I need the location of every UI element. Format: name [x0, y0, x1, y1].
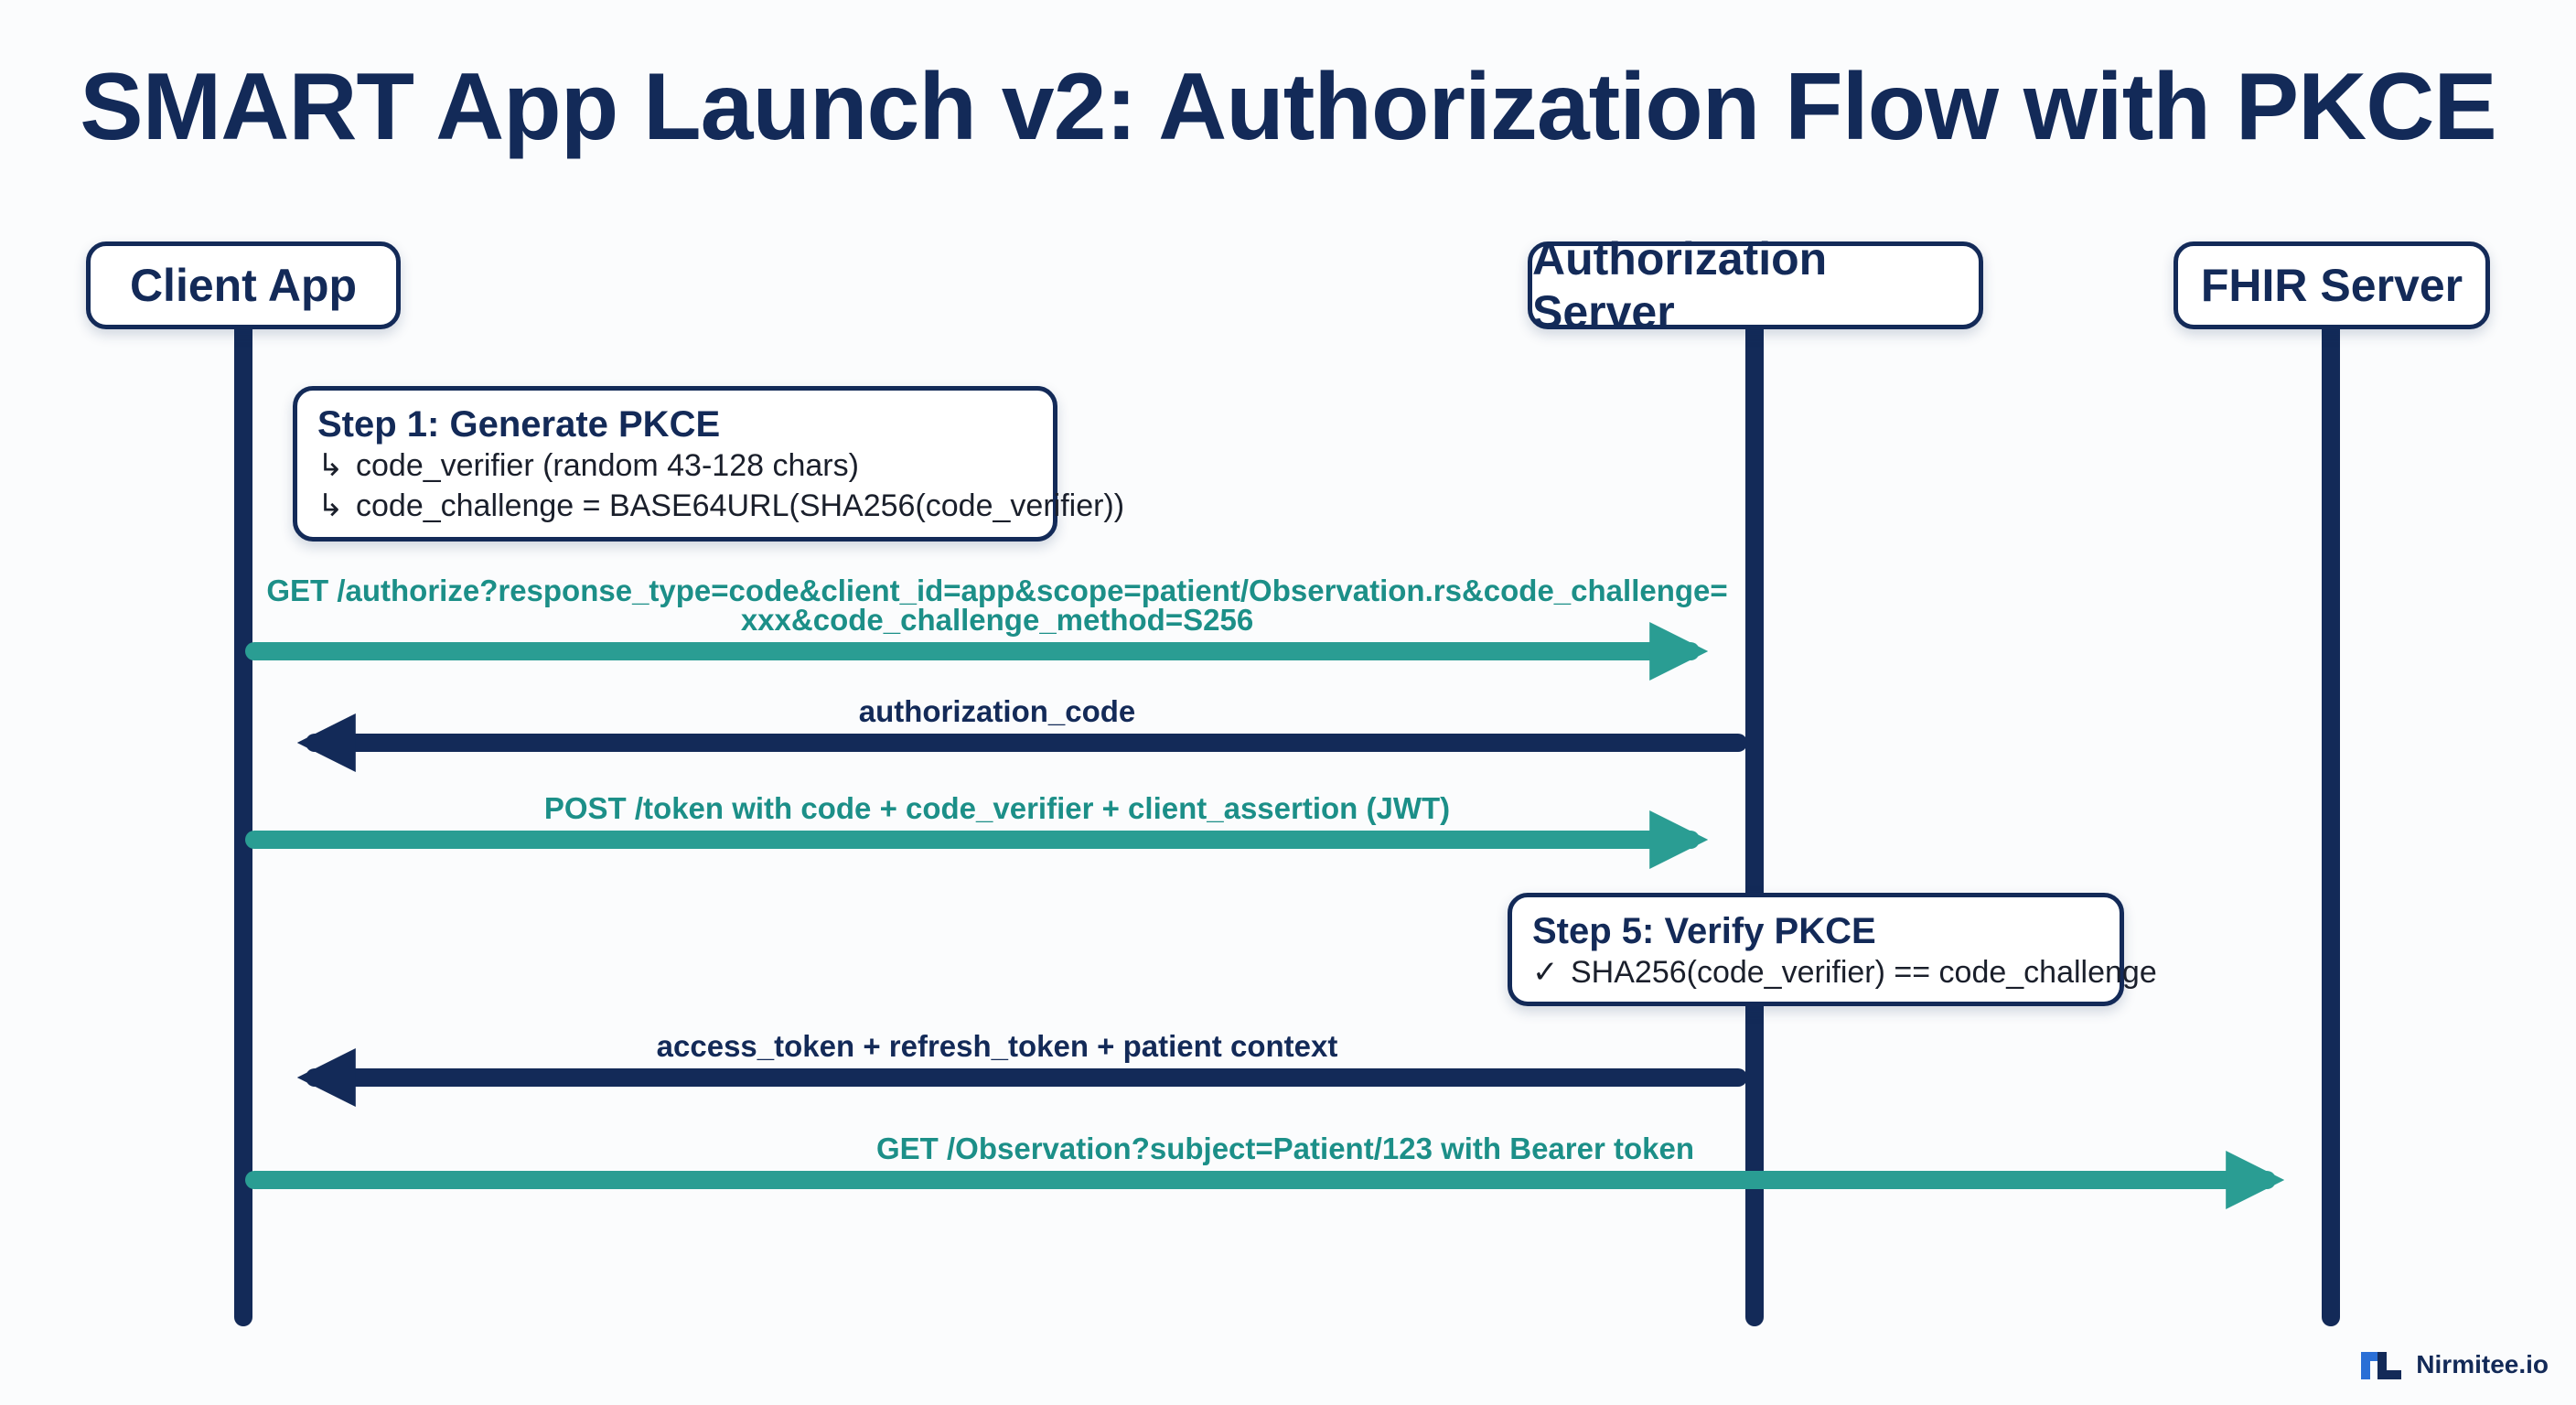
message-label-line: GET /Observation?subject=Patient/123 wit… [875, 1132, 1694, 1165]
return-arrow-icon: ↳ [317, 488, 344, 523]
return-arrow-icon: ↳ [317, 448, 344, 483]
message-label-token-request: POST /token with code + code_verifier + … [229, 791, 1766, 825]
note-line-text: code_challenge = BASE64URL(SHA256(code_v… [356, 488, 1125, 523]
message-label-authorization-code: authorization_code [229, 694, 1766, 728]
message-label-line: xxx&code_challenge_method=S256 [740, 603, 1254, 637]
brand-watermark: Nirmitee.io [2361, 1348, 2549, 1381]
message-label-access-token: access_token + refresh_token + patient c… [229, 1029, 1766, 1063]
checkmark-icon: ✓ [1532, 955, 1559, 990]
participant-authorization-server: Authorization Server [1528, 233, 1983, 338]
note-line-text: SHA256(code_verifier) == code_challenge [1571, 955, 2157, 990]
message-label-line: access_token + refresh_token + patient c… [656, 1029, 1338, 1063]
note-line: ↳ code_challenge = BASE64URL(SHA256(code_… [317, 486, 1124, 526]
participant-label: FHIR Server [2200, 260, 2463, 311]
note-line: ↳ code_verifier (random 43-128 chars) [317, 445, 1033, 486]
participant-fhir-server: FHIR Server [2174, 241, 2490, 329]
message-label-line: GET /authorize?response_type=code&client… [266, 574, 1728, 607]
message-label-line: POST /token with code + code_verifier + … [543, 791, 1451, 825]
brand-name: Nirmitee.io [2416, 1350, 2549, 1378]
participant-label: Client App [129, 260, 358, 311]
note-step1-generate-pkce: Step 1: Generate PKCE ↳ code_verifier (ra… [293, 386, 1124, 542]
note-line-text: code_verifier (random 43-128 chars) [356, 448, 859, 483]
note-line: ✓ SHA256(code_verifier) == code_challenge [1532, 952, 2157, 992]
note-title: Step 5: Verify PKCE [1532, 911, 1876, 951]
diagram-title: SMART App Launch v2: Authorization Flow … [80, 54, 2496, 160]
message-label-observation-request: GET /Observation?subject=Patient/123 wit… [229, 1132, 2342, 1165]
participant-client-app: Client App [86, 241, 401, 329]
message-label-line: authorization_code [858, 694, 1136, 728]
note-title: Step 1: Generate PKCE [317, 404, 721, 445]
note-step5-verify-pkce: Step 5: Verify PKCE ✓ SHA256(code_verifie… [1508, 893, 2157, 1006]
participant-label: Authorization Server [1532, 233, 1828, 338]
nirmitee-logo-icon [2361, 1352, 2402, 1379]
message-label-authorize-request: GET /authorize?response_type=code&client… [229, 574, 1766, 637]
